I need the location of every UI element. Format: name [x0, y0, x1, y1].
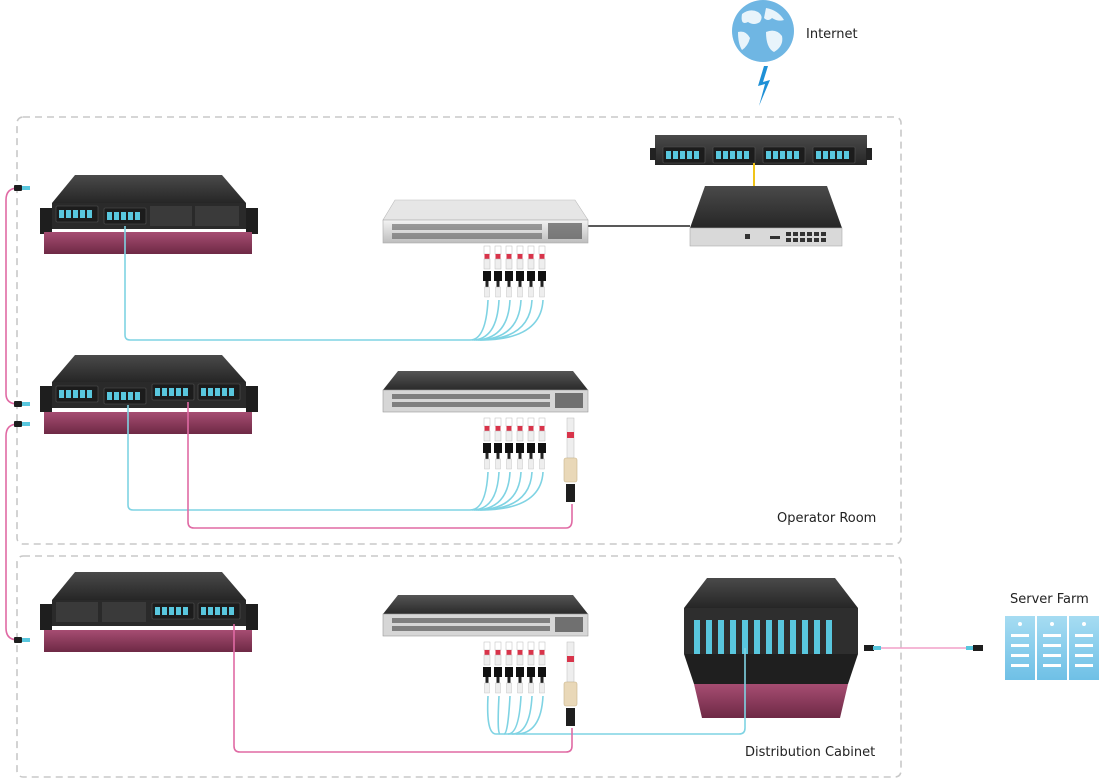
fiber-enclosure-3	[40, 572, 258, 652]
operator-room-zone	[16, 116, 902, 545]
distribution-cabinet-zone	[16, 555, 902, 778]
transceiver-group-1	[482, 245, 547, 298]
aqua-fiber-cables	[124, 226, 746, 735]
access-switch	[382, 595, 589, 637]
globe-icon	[732, 0, 794, 62]
server-trunk-cable	[864, 645, 983, 651]
router	[689, 186, 843, 247]
fiber-enclosure-1	[40, 175, 258, 254]
core-switch	[382, 199, 589, 244]
fiber-enclosure-2	[40, 355, 258, 434]
aggregation-switch	[382, 371, 589, 413]
distribution-cabinet-label: Distribution Cabinet	[745, 745, 876, 760]
operator-room-label: Operator Room	[777, 511, 877, 526]
fiber-enclosure-top	[650, 135, 872, 165]
transceiver-group-2	[482, 417, 578, 502]
trunk-connectors	[14, 185, 30, 643]
magenta-fiber-cables	[5, 187, 573, 753]
server-farm-icon	[1005, 616, 1099, 680]
transceiver-group-3	[482, 641, 578, 726]
server-farm-label: Server Farm	[1010, 592, 1089, 607]
distribution-enclosure	[684, 578, 858, 718]
internet-label: Internet	[806, 27, 858, 42]
lightning-icon	[758, 66, 770, 106]
